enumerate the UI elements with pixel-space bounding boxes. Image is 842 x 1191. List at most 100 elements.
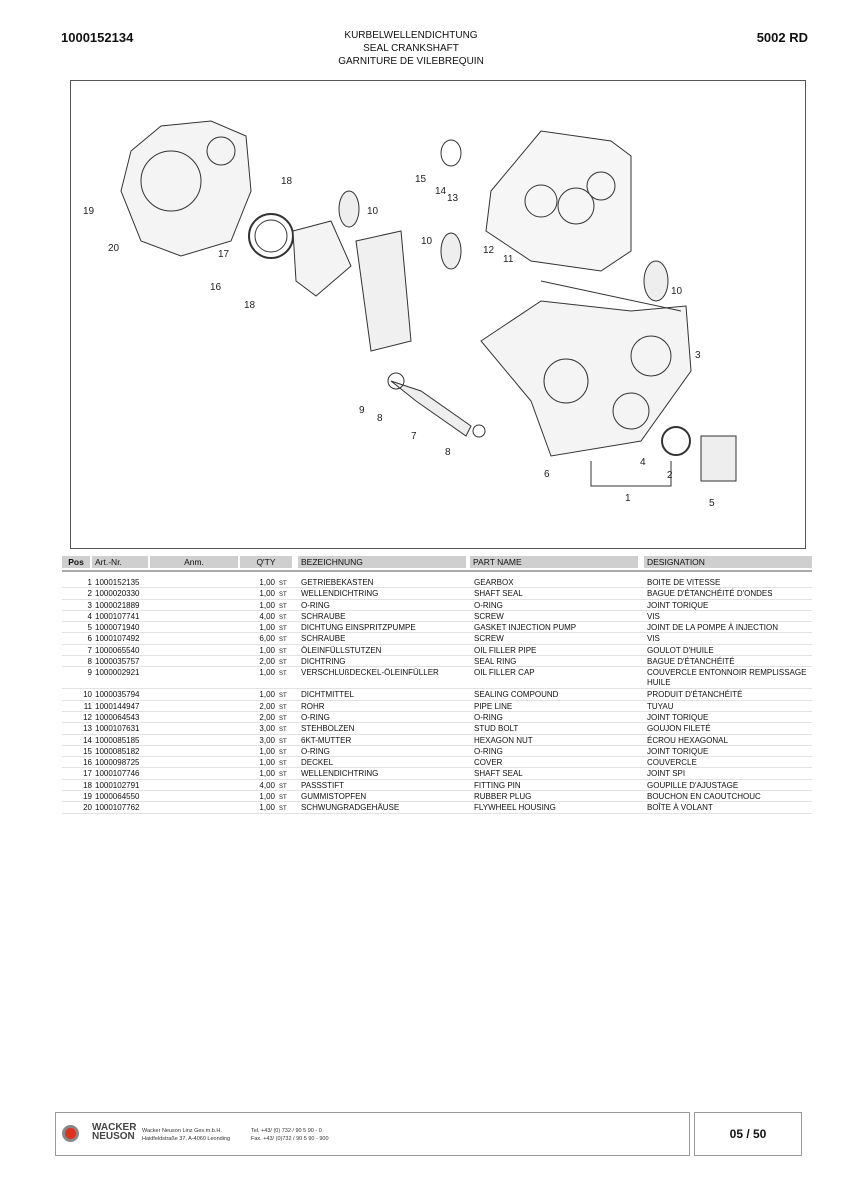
cell-en: FLYWHEEL HOUSING bbox=[474, 803, 556, 813]
cell-pos: 10 bbox=[83, 690, 92, 700]
cell-art: 1000144947 bbox=[95, 701, 140, 711]
cell-unit: ST bbox=[279, 772, 287, 779]
cell-qty: 1,00 bbox=[259, 746, 275, 756]
cell-pos: 6 bbox=[87, 634, 92, 644]
cell-art: 1000152135 bbox=[95, 578, 140, 587]
cell-unit: ST bbox=[279, 648, 287, 655]
callout-label: 18 bbox=[281, 176, 293, 187]
cell-de: VERSCHLUßDECKEL-ÖLEINFÜLLER bbox=[301, 668, 439, 678]
cell-fr: GOULOT D'HUILE bbox=[647, 645, 714, 655]
cell-qty: 1,00 bbox=[259, 578, 275, 587]
cell-art: 1000107762 bbox=[95, 803, 140, 813]
cell-de: 6KT-MUTTER bbox=[301, 735, 352, 745]
cell-pos: 11 bbox=[83, 701, 92, 711]
cell-en: OIL FILLER PIPE bbox=[474, 645, 537, 655]
cell-pos: 9 bbox=[87, 668, 92, 678]
contact: Tel. +43/ (0) 732 / 90 5 90 - 0 Fax. +43… bbox=[251, 1127, 329, 1143]
cell-fr: BAGUE D'ÉTANCHÉITÉ D'ONDES bbox=[647, 589, 773, 599]
cell-unit: ST bbox=[279, 592, 287, 599]
fax: Fax. +43/ (0)732 / 90 5 90 - 900 bbox=[251, 1136, 329, 1142]
address: Haidfeldstraße 37, A-4060 Leonding bbox=[142, 1136, 231, 1142]
cell-art: 1000065540 bbox=[95, 645, 140, 655]
telephone: Tel. +43/ (0) 732 / 90 5 90 - 0 bbox=[251, 1128, 322, 1134]
cell-qty: 1,00 bbox=[259, 803, 275, 813]
cell-fr: TUYAU bbox=[647, 701, 674, 711]
cell-en: SHAFT SEAL bbox=[474, 769, 523, 779]
callout-label: 16 bbox=[210, 282, 222, 293]
cell-qty: 1,00 bbox=[259, 792, 275, 802]
cell-unit: ST bbox=[279, 783, 287, 790]
cell-de: SCHRAUBE bbox=[301, 634, 346, 644]
cell-en: SCREW bbox=[474, 611, 504, 621]
title-de: KURBELWELLENDICHTUNG bbox=[344, 30, 478, 41]
callout-label: 8 bbox=[445, 447, 451, 458]
cell-unit: ST bbox=[279, 806, 287, 813]
cell-fr: BOITE DE VITESSE bbox=[647, 578, 721, 587]
cell-pos: 20 bbox=[83, 803, 92, 813]
cell-pos: 18 bbox=[83, 780, 92, 790]
page-title: KURBELWELLENDICHTUNG SEAL CRANKSHAFT GAR… bbox=[0, 29, 822, 68]
cell-fr: COUVERCLE ENTONNOIR REMPLISSAGE HUILE bbox=[647, 668, 807, 688]
cell-art: 1000035757 bbox=[95, 657, 140, 667]
cell-fr: JOINT TORIQUE bbox=[647, 712, 709, 722]
cell-qty: 1,00 bbox=[259, 589, 275, 599]
cell-fr: JOINT TORIQUE bbox=[647, 746, 709, 756]
cell-qty: 2,00 bbox=[259, 701, 275, 711]
cell-art: 1000021889 bbox=[95, 600, 140, 610]
cell-art: 1000035794 bbox=[95, 690, 140, 700]
cell-en: STUD BOLT bbox=[474, 724, 519, 734]
brand-line1: WACKER bbox=[92, 1122, 137, 1133]
cell-art: 1000107492 bbox=[95, 634, 140, 644]
cell-art: 1000107631 bbox=[95, 724, 140, 734]
callout-label: 12 bbox=[483, 245, 495, 256]
cell-unit: ST bbox=[279, 637, 287, 644]
cell-pos: 3 bbox=[87, 600, 92, 610]
callout-label: 20 bbox=[108, 243, 120, 254]
callout-label: 13 bbox=[447, 193, 459, 204]
cell-en: SEAL RING bbox=[474, 657, 517, 667]
cell-unit: ST bbox=[279, 671, 287, 678]
cell-en: O-RING bbox=[474, 600, 503, 610]
callout-label: 2 bbox=[667, 470, 673, 481]
header-fr: DESIGNATION bbox=[644, 556, 812, 568]
callout-label: 10 bbox=[671, 286, 683, 297]
cell-qty: 1,00 bbox=[259, 623, 275, 633]
cell-pos: 1 bbox=[87, 578, 92, 587]
cell-en: GEARBOX bbox=[474, 578, 514, 587]
cell-fr: BOUCHON EN CAOUTCHOUC bbox=[647, 792, 761, 802]
cell-de: WELLENDICHTRING bbox=[301, 769, 379, 779]
cell-en: GASKET INJECTION PUMP bbox=[474, 623, 577, 633]
cell-pos: 14 bbox=[83, 735, 92, 745]
cell-en: SHAFT SEAL bbox=[474, 589, 523, 599]
callout-label: 8 bbox=[377, 413, 383, 424]
cell-qty: 1,00 bbox=[259, 645, 275, 655]
cell-art: 1000002921 bbox=[95, 668, 140, 678]
cell-unit: ST bbox=[279, 795, 287, 802]
cell-pos: 2 bbox=[87, 589, 92, 599]
header-art: Art.-Nr. bbox=[92, 556, 148, 568]
header-de: BEZEICHNUNG bbox=[298, 556, 466, 568]
cell-de: DICHTUNG EINSPRITZPUMPE bbox=[301, 623, 416, 633]
cell-qty: 3,00 bbox=[259, 735, 275, 745]
cell-unit: ST bbox=[279, 761, 287, 768]
cell-art: 1000020330 bbox=[95, 589, 140, 599]
cell-art: 1000064550 bbox=[95, 792, 140, 802]
cell-pos: 7 bbox=[87, 645, 92, 655]
exploded-diagram: 18 19 20 17 16 18 10 15 14 13 10 12 11 1… bbox=[70, 80, 806, 549]
cell-qty: 2,00 bbox=[259, 712, 275, 722]
callout-label: 10 bbox=[367, 206, 379, 217]
cell-art: 1000107741 bbox=[95, 611, 140, 621]
cell-fr: ÉCROU HEXAGONAL bbox=[647, 735, 728, 745]
model-number: 5002 RD bbox=[756, 30, 808, 45]
